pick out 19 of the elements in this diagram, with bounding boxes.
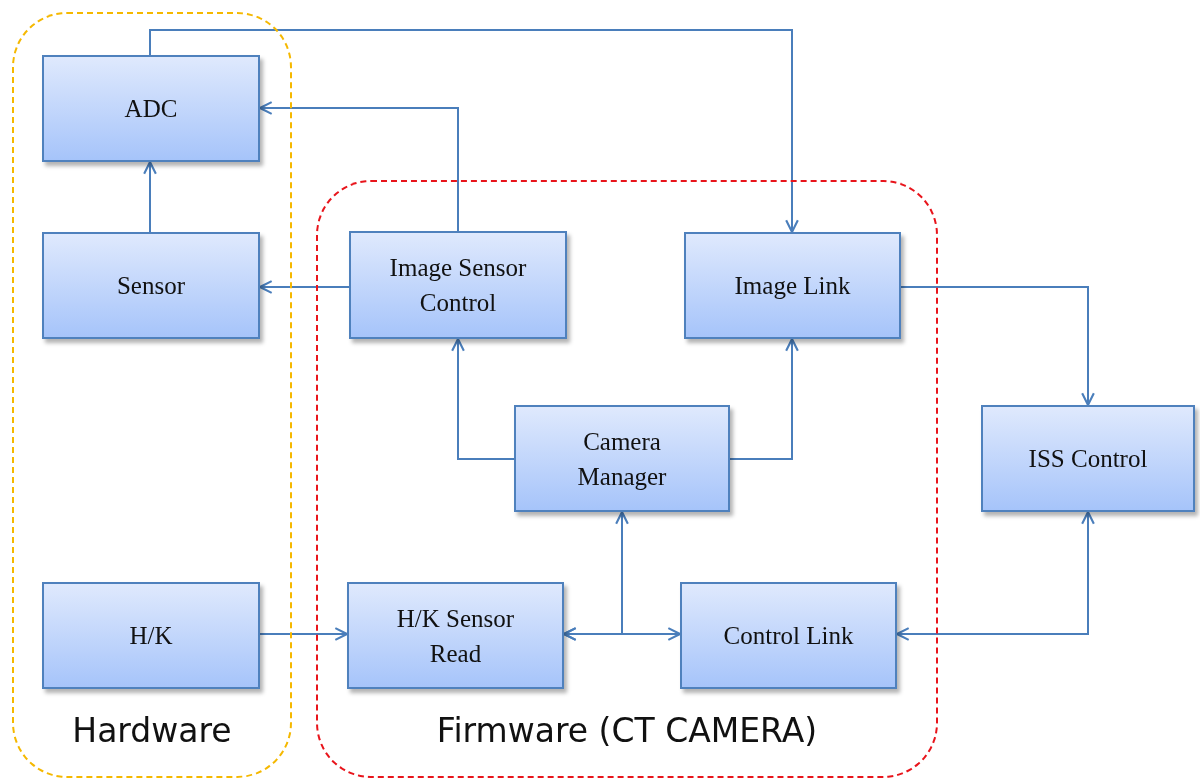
process-box: Camera Manager xyxy=(514,405,730,512)
process-box: ISS Control xyxy=(981,405,1195,512)
arrow xyxy=(149,29,799,234)
group-label: Firmware (CT CAMERA) xyxy=(436,711,818,750)
process-box: Image Link xyxy=(684,232,901,339)
group-label: Hardware xyxy=(72,711,232,750)
process-box: H/K Sensor Read xyxy=(347,582,564,689)
arrow xyxy=(259,627,349,641)
process-box: ADC xyxy=(42,55,260,162)
arrow xyxy=(900,286,1095,407)
process-box: Image Sensor Control xyxy=(349,231,567,339)
group-boundary xyxy=(316,180,938,778)
arrow xyxy=(451,337,515,460)
arrow xyxy=(729,337,799,460)
process-box: Control Link xyxy=(680,582,897,689)
process-box: Sensor xyxy=(42,232,260,339)
process-box: H/K xyxy=(42,582,260,689)
arrow xyxy=(143,160,157,233)
group-boundary xyxy=(12,12,292,778)
